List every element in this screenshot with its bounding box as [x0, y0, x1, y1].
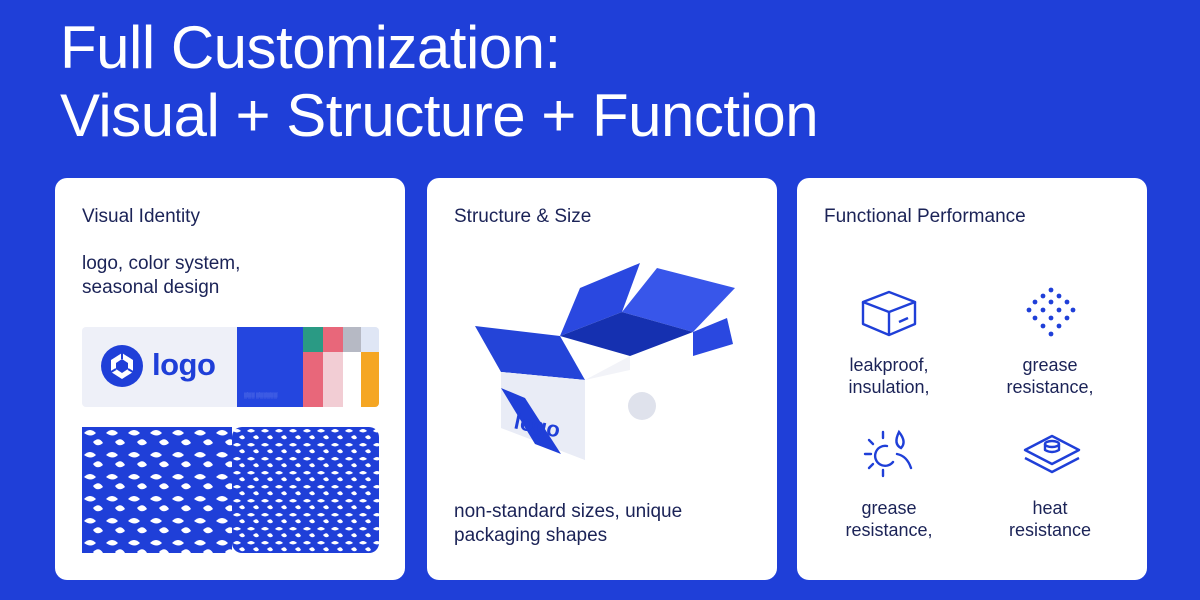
- visual-identity-card: Visual Identity logo, color system, seas…: [55, 178, 405, 580]
- headline-line-1: Full Customization:: [60, 14, 561, 81]
- color-swatch: [303, 327, 323, 352]
- structure-size-card: Structure & Size logo non-standard sizes…: [427, 178, 777, 580]
- feature-label: grease resistance,: [1006, 355, 1094, 397]
- card-description-line-1: logo, color system,: [82, 253, 241, 274]
- pattern-swatch-large: [82, 427, 232, 553]
- functional-performance-card: Functional Performance leakproof, insula…: [797, 178, 1147, 580]
- card-description-line-1: non-standard sizes, unique: [454, 501, 683, 522]
- color-swatch: [361, 327, 379, 352]
- sun-icon: [863, 429, 913, 478]
- color-swatch: [323, 352, 343, 407]
- color-swatch: [343, 327, 361, 352]
- color-swatch: [303, 352, 323, 407]
- color-swatch: [323, 327, 343, 352]
- layers-icon: [1023, 434, 1081, 474]
- card-description: non-standard sizes, unique packaging sha…: [454, 500, 682, 548]
- card-description-line-2: packaging shapes: [454, 525, 608, 546]
- card-title: Structure & Size: [454, 206, 592, 227]
- brand-color-caption: ░░░ ░░░░░░: [244, 393, 278, 399]
- brand-identity-strip: logo ░░░ ░░░░░░: [82, 327, 379, 407]
- box-icon: [861, 290, 917, 337]
- card-description-line-2: seasonal design: [82, 277, 220, 298]
- dots-icon: [1026, 287, 1076, 337]
- feature-label: leakproof, insulation,: [848, 355, 930, 397]
- brand-color-block: ░░░ ░░░░░░: [237, 327, 303, 407]
- card-title: Functional Performance: [824, 206, 1026, 227]
- feature-label: heat resistance: [1008, 498, 1092, 540]
- color-swatch: [361, 352, 379, 407]
- open-box-illustration: logo: [475, 263, 735, 460]
- color-swatch: [343, 352, 361, 407]
- pattern-swatch-small: [232, 427, 379, 553]
- headline-line-2: Visual + Structure + Function: [60, 82, 819, 149]
- card-description: logo, color system, seasonal design: [82, 252, 240, 300]
- feature-label: grease resistance,: [845, 498, 933, 540]
- logo-mark-icon: [101, 345, 143, 387]
- logo-wordmark: logo: [152, 347, 216, 382]
- page-headline: Full Customization: Visual + Structure +…: [60, 14, 819, 150]
- card-title: Visual Identity: [82, 206, 200, 227]
